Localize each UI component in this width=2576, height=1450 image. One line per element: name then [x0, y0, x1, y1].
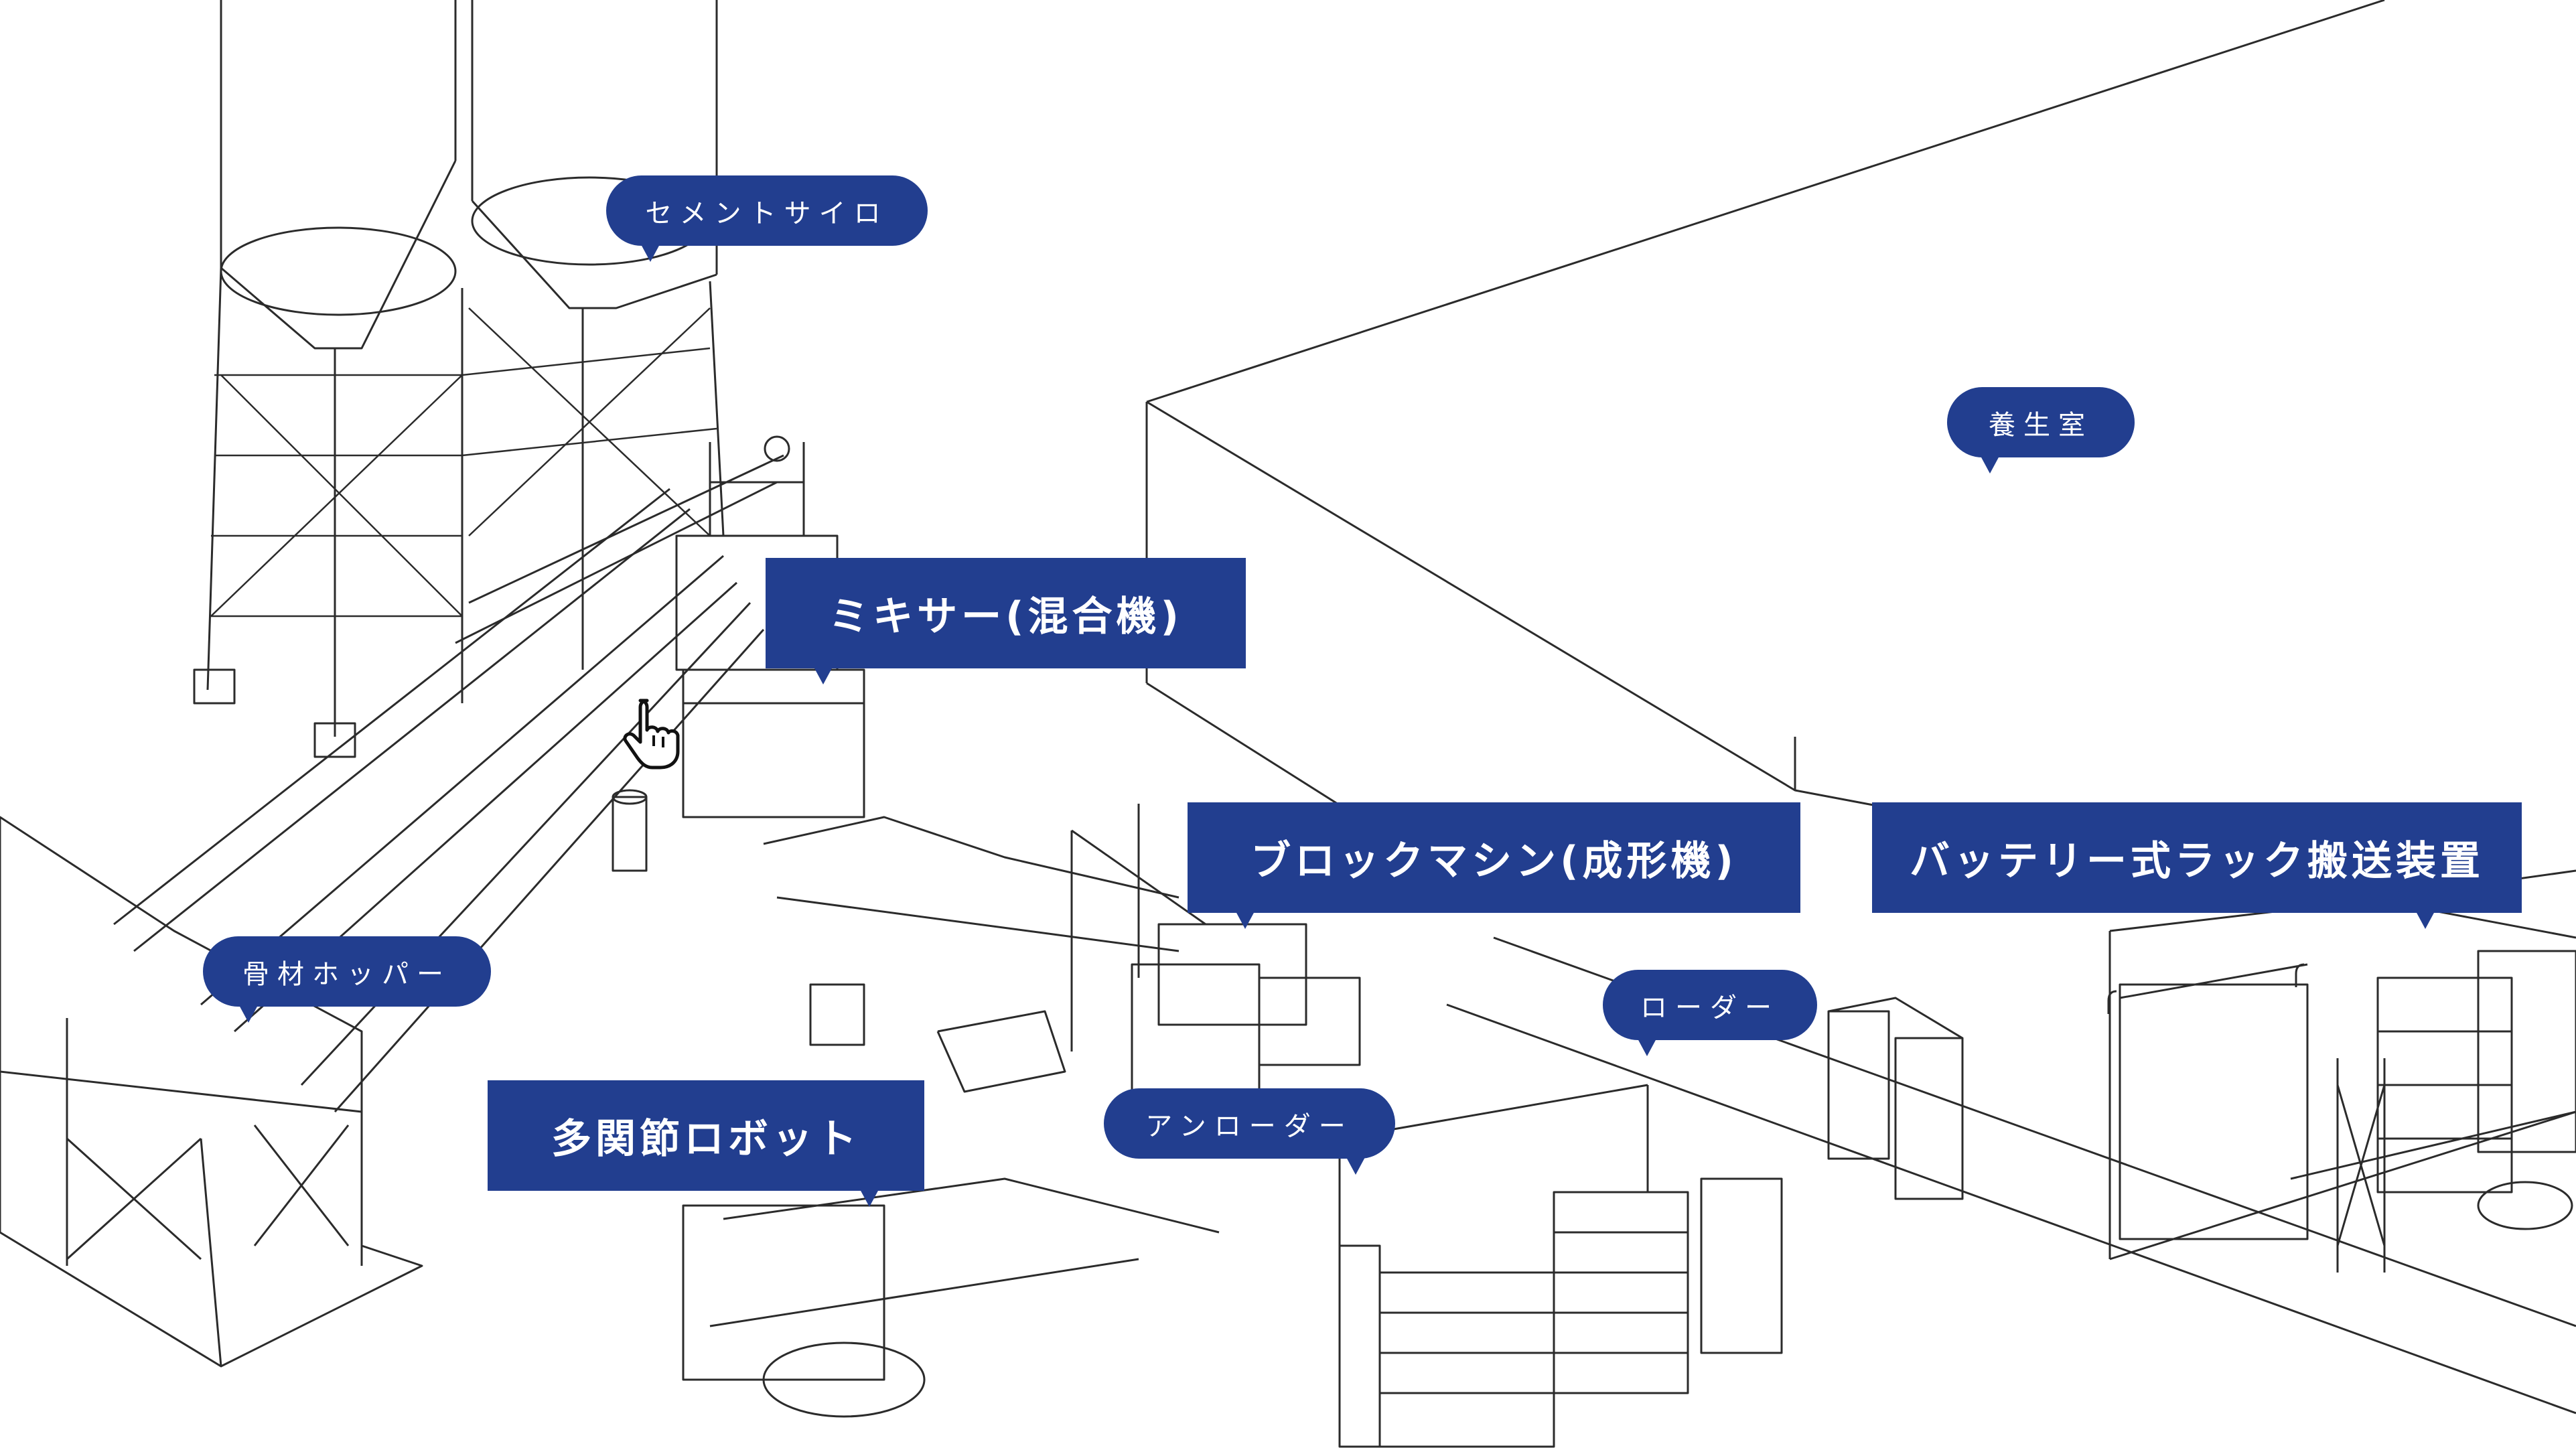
cement-silo-text: セメントサイロ: [645, 198, 889, 229]
production-line: [682, 804, 2576, 1448]
curing-room-label: 養生室: [1947, 387, 2135, 474]
callout-pointer: [1638, 1039, 1656, 1056]
callout-pointer: [860, 1189, 879, 1207]
callout-pointer: [2416, 912, 2435, 929]
mixer-text: ミキサー(混合機): [829, 593, 1183, 640]
battery-rack-text: バッテリー式ラック搬送装置: [1910, 838, 2484, 885]
block-machine-label: ブロックマシン(成形機): [1188, 802, 1800, 929]
unloader-text: アンローダー: [1145, 1110, 1354, 1142]
callout-pointer: [1981, 456, 1999, 474]
aggregate-hopper-text: 骨材ホッパー: [242, 958, 451, 990]
curing-room-text: 養生室: [1989, 409, 2093, 441]
aggregate-hopper-label: 骨材ホッパー: [203, 936, 491, 1023]
callout-pointer: [641, 244, 660, 262]
callout-pointer: [239, 1005, 258, 1023]
robot-text: 多関節ロボット: [551, 1116, 861, 1163]
battery-rack-label: バッテリー式ラック搬送装置: [1872, 802, 2522, 929]
callout-pointer: [814, 667, 833, 684]
callout-pointer: [1236, 912, 1255, 929]
callout-pointer: [1346, 1157, 1365, 1175]
loader-label: ローダー: [1603, 970, 1817, 1056]
cement-silos: [193, 0, 725, 758]
cement-silo-label: セメントサイロ: [606, 175, 928, 262]
aggregate-hopper: [0, 816, 423, 1368]
screw-conveyors: [113, 454, 784, 1112]
loader-text: ローダー: [1640, 992, 1780, 1023]
hand-pointer-icon: [623, 699, 680, 770]
curing-room-building: [1145, 0, 2576, 1415]
unloader-label: アンローダー: [1104, 1088, 1395, 1175]
block-machine-text: ブロックマシン(成形機): [1250, 838, 1737, 885]
robot-label: 多関節ロボット: [488, 1080, 924, 1207]
mixer-label: ミキサー(混合機): [766, 558, 1246, 684]
